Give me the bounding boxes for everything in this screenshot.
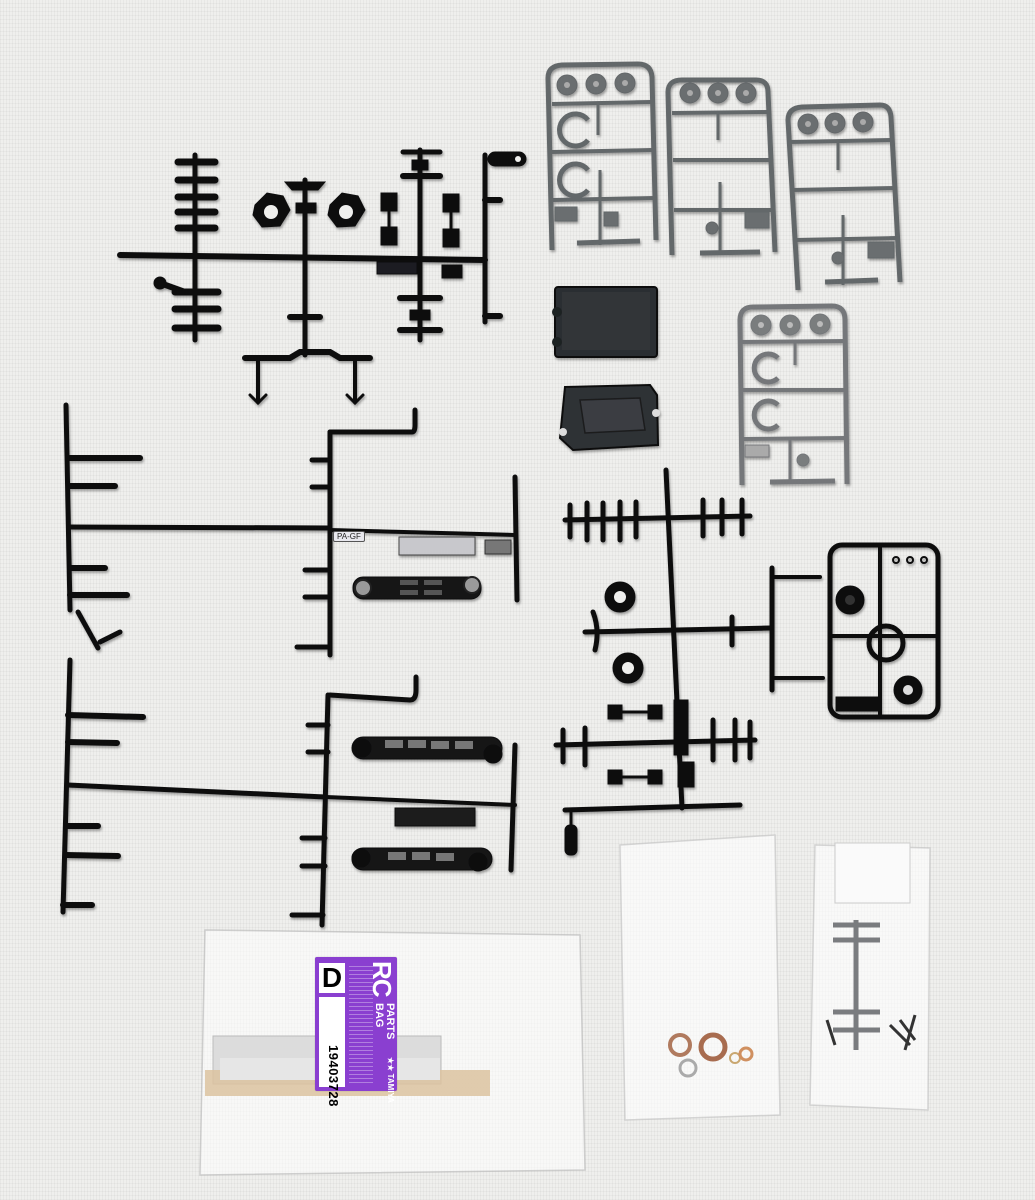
label-title-small: PARTS BAG xyxy=(373,1003,396,1040)
receiver-box-base xyxy=(558,383,660,452)
parts-bag-label: D 19403728 RC PARTS BAG ★★ TAMIYA xyxy=(315,957,397,1107)
label-title: RC PARTS BAG xyxy=(367,961,397,1040)
bag-washers xyxy=(619,834,781,1121)
black-sprue-frame-right xyxy=(827,542,941,720)
label-title-rc: RC xyxy=(367,961,397,997)
runner-material-tag: PA-GF xyxy=(333,531,365,542)
gray-sprues xyxy=(545,61,903,486)
brand-logo: ★★ TAMIYA xyxy=(386,1057,395,1103)
receiver-box-lid xyxy=(552,286,658,358)
part-code: 19403728 xyxy=(326,1045,341,1107)
fine-print xyxy=(349,963,373,1083)
star-icon: ★★ xyxy=(386,1057,395,1074)
bag-screws xyxy=(809,842,931,1111)
label-bag-text: BAG xyxy=(373,1003,385,1028)
bag-letter: D xyxy=(319,963,345,993)
code-box xyxy=(319,997,345,1087)
label-parts-text: PARTS xyxy=(384,1003,396,1040)
black-sprue-left-upper xyxy=(63,402,520,658)
brand-name: TAMIYA xyxy=(386,1073,395,1103)
black-sprue-top-left xyxy=(117,147,527,406)
black-sprue-right-center xyxy=(553,467,825,856)
black-sprue-left-lower xyxy=(60,657,518,928)
